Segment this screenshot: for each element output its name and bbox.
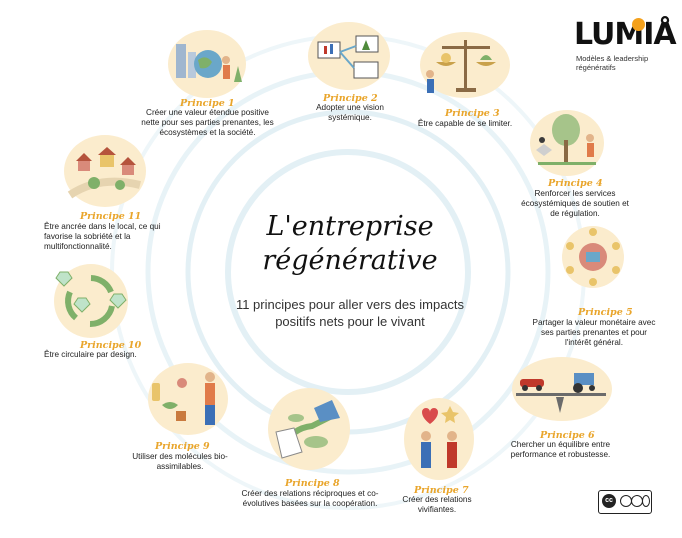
principle-7-label: Principe 7 bbox=[414, 485, 469, 496]
principle-6-label: Principe 6 bbox=[540, 430, 595, 441]
page-subtitle: 11 principes pour aller vers des impacts… bbox=[235, 297, 465, 329]
circular-arrows-icon bbox=[55, 271, 127, 328]
balance-scale-icon bbox=[426, 40, 496, 93]
principle-7-text: Créer des relations vivifiantes. bbox=[402, 495, 472, 514]
systemic-vision-icon bbox=[317, 35, 379, 79]
principle-11-label: Principe 11 bbox=[80, 211, 142, 222]
principle-4-label: Principe 4 bbox=[548, 178, 603, 189]
creative-commons-badge: cc bbox=[598, 490, 652, 514]
principle-10-illustration bbox=[54, 264, 128, 338]
tree-ecosystem-icon bbox=[536, 114, 596, 165]
lumia-logo: LUMIÅ Modèles & leadership régénératifs bbox=[574, 17, 677, 72]
principle-4-text: Renforcer les services écosystémiques de… bbox=[521, 189, 629, 218]
logo-wordmark: LUMIÅ bbox=[574, 17, 677, 52]
principle-10-text: Être circulaire par design. bbox=[44, 350, 137, 359]
principle-8-label: Principe 8 bbox=[285, 478, 340, 489]
logo-dot bbox=[632, 18, 645, 31]
principle-10-label: Principe 10 bbox=[80, 340, 142, 351]
principle-1-illustration bbox=[168, 30, 246, 98]
cc-icon: cc bbox=[602, 494, 616, 508]
page-title: L'entreprise régénérative bbox=[262, 211, 438, 276]
local-village-icon bbox=[67, 147, 141, 199]
principle-1-text: Créer une valeur étendue positive nette … bbox=[141, 108, 274, 137]
principle-5-illustration bbox=[562, 226, 624, 288]
logo-tagline-line2: régénératifs bbox=[576, 63, 616, 72]
cooperation-hands-icon bbox=[275, 400, 340, 459]
bio-molecules-icon bbox=[152, 372, 215, 425]
handshake-people-icon bbox=[421, 406, 459, 468]
nd-icon bbox=[642, 495, 650, 507]
principle-7-illustration bbox=[404, 398, 474, 480]
logo-tagline-line1: Modèles & leadership bbox=[576, 54, 649, 63]
principle-9-illustration bbox=[148, 363, 228, 435]
principle-6-text: Chercher un équilibre entre performance … bbox=[510, 440, 611, 459]
principle-11-illustration bbox=[64, 135, 146, 207]
principle-2-illustration bbox=[308, 22, 390, 90]
logo-tagline: Modèles & leadership régénératifs bbox=[576, 54, 674, 72]
principle-11-text: Être ancrée dans le local, ce qui favori… bbox=[44, 222, 161, 251]
principle-4-illustration bbox=[530, 110, 604, 176]
principle-5-label: Principe 5 bbox=[578, 307, 633, 318]
principle-8-text: Créer des relations réciproques et co-év… bbox=[241, 489, 379, 508]
principle-2-text: Adopter une vision systémique. bbox=[316, 103, 384, 122]
principle-3-label: Principe 3 bbox=[445, 108, 500, 119]
coins-sharing-icon bbox=[566, 228, 620, 286]
principle-5-text: Partager la valeur monétaire avec ses pa… bbox=[532, 318, 656, 347]
principle-3-text: Être capable de se limiter. bbox=[417, 119, 513, 128]
principle-1-label: Principe 1 bbox=[180, 98, 235, 109]
car-tractor-balance-icon bbox=[516, 373, 606, 413]
globe-people-icon bbox=[176, 44, 242, 82]
principle-2-label: Principe 2 bbox=[323, 93, 378, 104]
principle-6-illustration bbox=[512, 357, 612, 421]
principle-8-illustration bbox=[268, 388, 350, 470]
principle-9-label: Principe 9 bbox=[155, 441, 210, 452]
principle-3-illustration bbox=[420, 32, 510, 98]
principle-9-text: Utiliser des molécules bio-assimilables. bbox=[132, 452, 228, 471]
